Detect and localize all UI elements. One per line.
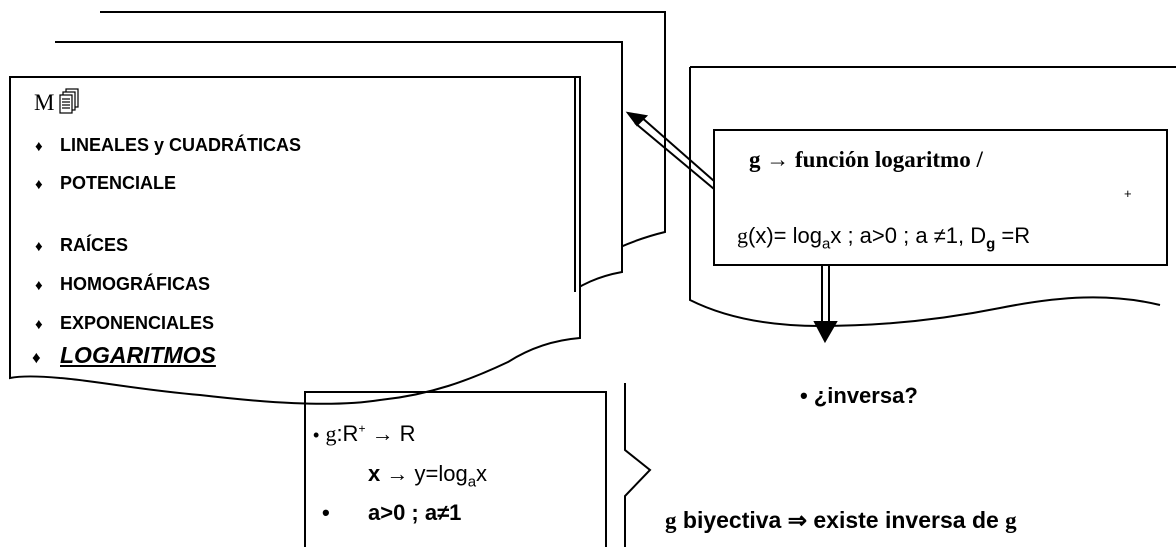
documents-icon <box>59 88 79 114</box>
m-letter: M <box>34 90 55 115</box>
mapping-box <box>304 391 607 547</box>
list-item-label: HOMOGRÁFICAS <box>60 274 210 294</box>
list-item-label: LOGARITMOS <box>60 342 216 368</box>
definition-formula: g(x)= logax ; a>0 ; a ≠1, Dg =R <box>737 223 1031 253</box>
list-item-label: LINEALES y CUADRÁTICAS <box>60 135 302 155</box>
list-item-logaritmos: ♦ LOGARITMOS <box>32 342 216 369</box>
list-item-raices: ♦ RAÍCES <box>35 235 129 256</box>
diamond-bullet-icon: ♦ <box>35 316 43 333</box>
superscript-plus: + <box>1124 186 1132 201</box>
list-item-homograficas: ♦ HOMOGRÁFICAS <box>35 274 210 295</box>
definition-title: g → función logaritmo / <box>749 147 983 172</box>
list-item-potenciale: ♦ POTENCIALE <box>35 173 177 194</box>
inverse-question: • ¿inversa? <box>800 383 918 408</box>
mapping-line-3: •a>0 ; a≠1 <box>322 500 462 525</box>
diamond-bullet-icon: ♦ <box>35 176 43 193</box>
double-arrow-left-head <box>625 111 649 127</box>
diamond-bullet-icon: ♦ <box>32 348 41 367</box>
front-page <box>9 76 581 405</box>
mapping-line-2: x → y=logax <box>368 461 488 491</box>
list-item-exponenciales: ♦ EXPONENCIALES <box>35 313 215 334</box>
list-item-label: EXPONENCIALES <box>60 313 215 333</box>
callout-shape <box>624 383 652 547</box>
diamond-bullet-icon: ♦ <box>35 138 43 155</box>
diamond-bullet-icon: ♦ <box>35 238 43 255</box>
list-item-label: RAÍCES <box>60 235 129 255</box>
definition-box <box>713 129 1168 266</box>
list-item-label: POTENCIALE <box>60 173 177 193</box>
double-arrow-down-head <box>813 321 838 344</box>
double-arrow-left-line1 <box>639 115 715 182</box>
list-item-lineales: ♦ LINEALES y CUADRÁTICAS <box>35 135 302 156</box>
conclusion-text: g biyectiva ⇒ existe inversa de g <box>665 507 1017 533</box>
right-document <box>689 66 1176 328</box>
diamond-bullet-icon: ♦ <box>35 277 43 294</box>
mapping-line-1: • g:R+ → R <box>313 421 416 446</box>
double-arrow-left-line2 <box>634 122 715 190</box>
